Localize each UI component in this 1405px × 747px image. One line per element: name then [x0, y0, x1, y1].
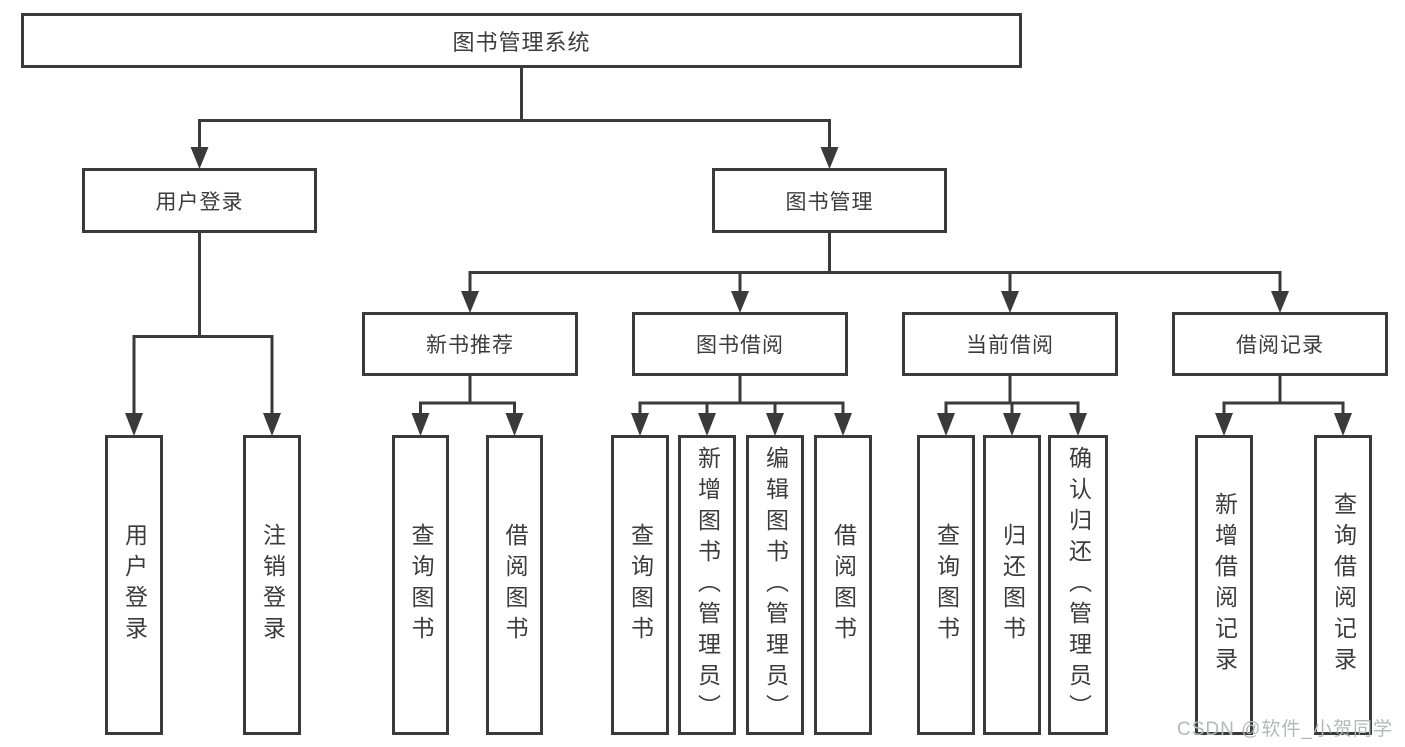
leaf-label: 新增借阅记录	[1211, 492, 1238, 678]
leaf-edit-book-admin: 编辑图书（管理员）	[746, 435, 804, 735]
leaf-query-books-borrow: 查询图书	[611, 435, 669, 735]
arrowhead-borrow-records	[1271, 291, 1289, 313]
leaf-label: 用户登录	[121, 523, 148, 647]
leaf-add-book-admin: 新增图书（管理员）	[678, 435, 736, 735]
leaf-query-books-current: 查询图书	[917, 435, 975, 735]
leaf-label: 借阅图书	[502, 523, 528, 647]
arrowhead-leaf	[834, 413, 852, 436]
leaf-label: 确认归还（管理员）	[1065, 445, 1092, 725]
connector-new-book-recommend-split	[419, 376, 516, 416]
leaf-return-book: 归还图书	[983, 435, 1041, 735]
leaf-query-borrow-record: 查询借阅记录	[1314, 435, 1372, 735]
connector-book-management-split	[468, 233, 1282, 293]
leaf-label: 查询图书	[408, 523, 434, 647]
arrowhead-leaf	[411, 413, 430, 436]
arrowhead-leaf	[1003, 413, 1021, 436]
connector-root-trunk	[198, 68, 831, 149]
arrowhead-book-borrow	[731, 291, 749, 313]
watermark: CSDN @软件_小贺同学	[1177, 719, 1393, 740]
leaf-user-login: 用户登录	[105, 435, 163, 735]
arrowhead-new-book-recommend	[461, 291, 479, 313]
arrowhead-leaf-user-login	[125, 413, 143, 436]
arrowhead-book-management	[820, 147, 839, 169]
leaf-query-books-recommend: 查询图书	[392, 435, 449, 735]
node-library-management-system: 图书管理系统	[21, 13, 1022, 68]
leaf-label: 查询图书	[933, 523, 960, 647]
arrowhead-leaf	[631, 413, 649, 436]
arrowhead-leaf	[1069, 413, 1087, 436]
arrowhead-leaf	[698, 413, 716, 436]
node-current-borrow: 当前借阅	[902, 312, 1118, 376]
leaf-add-borrow-record: 新增借阅记录	[1195, 435, 1253, 735]
leaf-label: 注销登录	[259, 523, 286, 647]
connector-user-login-split	[132, 233, 274, 416]
connector-current-borrow-split	[944, 376, 1080, 416]
connector-book-borrow-split	[638, 376, 845, 416]
leaf-label: 编辑图书（管理员）	[762, 445, 789, 725]
leaf-label: 归还图书	[999, 523, 1026, 647]
arrowhead-current-borrow	[1001, 291, 1019, 313]
leaf-confirm-return-admin: 确认归还（管理员）	[1048, 435, 1108, 735]
arrowhead-leaf	[766, 413, 784, 436]
connector-borrow-records-split	[1222, 376, 1345, 416]
leaf-label: 查询借阅记录	[1330, 492, 1357, 678]
arrowhead-leaf	[937, 413, 955, 436]
node-user-login: 用户登录	[82, 168, 317, 233]
arrowhead-leaf-logout	[263, 413, 281, 436]
arrowhead-leaf	[1334, 413, 1352, 436]
arrowhead-leaf	[505, 413, 524, 436]
node-borrow-records: 借阅记录	[1172, 312, 1388, 376]
leaf-label: 新增图书（管理员）	[694, 445, 721, 725]
leaf-borrow-books: 借阅图书	[814, 435, 872, 735]
leaf-logout: 注销登录	[243, 435, 301, 735]
node-book-borrow: 图书借阅	[632, 312, 848, 376]
arrowhead-leaf	[1215, 413, 1233, 436]
leaf-label: 查询图书	[627, 523, 654, 647]
arrowhead-user-login	[190, 147, 209, 169]
node-book-management: 图书管理	[712, 168, 947, 233]
node-new-book-recommend: 新书推荐	[362, 312, 578, 376]
leaf-borrow-books-recommend: 借阅图书	[486, 435, 543, 735]
leaf-label: 借阅图书	[830, 523, 857, 647]
